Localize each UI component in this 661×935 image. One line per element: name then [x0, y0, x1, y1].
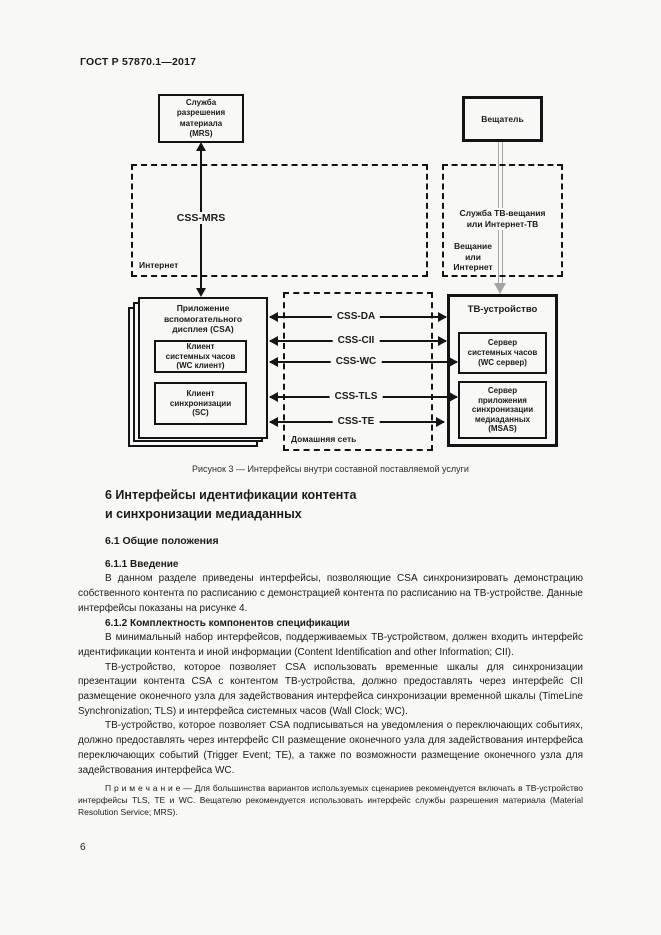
clause-6-1-2-heading: 6.1.2 Комплектность компонентов специфик…	[105, 617, 350, 629]
section-6-text: 6 Интерфейсы идентификации контента и си…	[78, 486, 583, 819]
arrowhead-left	[269, 336, 278, 346]
mrs-box: Служба разрешения материала (MRS)	[158, 94, 244, 143]
wc-server-box: Сервер системных часов (WC сервер)	[458, 332, 547, 374]
css-wc-label: CSS-WC	[330, 355, 382, 368]
arrowhead-right	[438, 312, 447, 322]
tv-device-box: ТВ-устройство Сервер системных часов (WC…	[447, 294, 558, 447]
paragraph-minimal-set: В минимальный набор интерфейсов, поддерж…	[78, 632, 583, 658]
css-tls-arrow: CSS-TLS	[269, 390, 458, 403]
note-paragraph: П р и м е ч а н и е — Для большинства ва…	[78, 783, 583, 817]
css-mrs-arrowhead-up	[196, 142, 206, 151]
arrowhead-left	[269, 392, 278, 402]
msas-server-box: Сервер приложения синхронизации медиадан…	[458, 381, 547, 439]
css-cii-label: CSS-CII	[332, 334, 380, 347]
css-te-arrow: CSS-TE	[269, 415, 445, 428]
section-heading: 6 Интерфейсы идентификации контента и си…	[105, 488, 357, 521]
paragraph-trigger-events: ТВ-устройство, которое позволяет CSA под…	[78, 720, 583, 776]
arrowhead-left	[269, 417, 278, 427]
paragraph-introduction: В данном разделе приведены интерфейсы, п…	[78, 573, 583, 614]
tv-service-zone-title: Служба ТВ-вещания или Интернет-ТВ	[448, 208, 557, 230]
paragraph-timelines: ТВ-устройство, которое позволяет CSA исп…	[78, 661, 583, 717]
arrowhead-right	[436, 417, 445, 427]
home-network-zone: Домашняя сеть	[283, 292, 433, 451]
css-te-label: CSS-TE	[332, 415, 380, 428]
csa-title: Приложение вспомогательного дисплея (CSA…	[163, 303, 243, 334]
arrowhead-left	[269, 312, 278, 322]
arrowhead-right	[449, 392, 458, 402]
css-cii-arrow: CSS-CII	[269, 334, 447, 347]
sc-client-box: Клиент синхронизации (SC)	[154, 382, 247, 425]
figure-caption: Рисунок 3 — Интерфейсы внутри составной …	[192, 464, 469, 474]
arrowhead-right	[449, 357, 458, 367]
tv-service-zone: Служба ТВ-вещания или Интернет-ТВ Вещани…	[442, 164, 563, 277]
tv-service-zone-side-label: Вещание или Интернет	[453, 241, 493, 272]
clause-6-1-1-heading: 6.1.1 Введение	[105, 558, 179, 570]
css-da-label: CSS-DA	[331, 310, 381, 323]
arrowhead-left	[269, 357, 278, 367]
page-number: 6	[80, 842, 86, 853]
css-da-arrow: CSS-DA	[269, 310, 447, 323]
document-header: ГОСТ Р 57870.1—2017	[80, 56, 197, 68]
wc-client-box: Клиент системных часов (WC клиент)	[154, 340, 247, 373]
home-network-label: Домашняя сеть	[291, 434, 357, 444]
csa-box: Приложение вспомогательного дисплея (CSA…	[138, 297, 268, 439]
css-mrs-arrowhead-down	[196, 288, 206, 297]
arrowhead-right	[438, 336, 447, 346]
internet-zone: Интернет	[131, 164, 428, 277]
css-mrs-label: CSS-MRS	[169, 212, 233, 224]
internet-zone-label: Интернет	[139, 260, 179, 270]
broadcaster-box: Вещатель	[462, 96, 543, 142]
broadcast-feed-arrowhead-down	[494, 283, 506, 294]
css-wc-arrow: CSS-WC	[269, 355, 458, 368]
css-tls-label: CSS-TLS	[329, 390, 383, 403]
tv-device-title: ТВ-устройство	[467, 304, 538, 315]
subsection-6-1-heading: 6.1 Общие положения	[105, 535, 219, 547]
